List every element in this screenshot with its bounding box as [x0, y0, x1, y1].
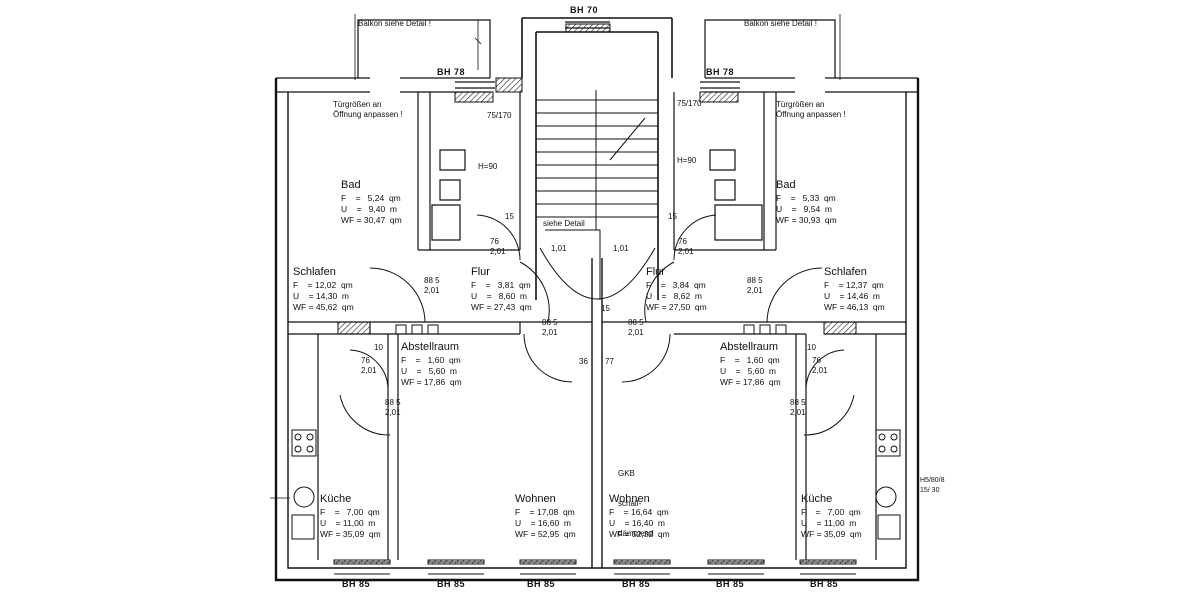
top-wall-right: [705, 77, 918, 93]
room-values-flur-left: F = 3,81 qm U = 8,60 m WF = 27,43 qm: [471, 280, 532, 312]
door-dim-schlafen-right: 88 5 2,01: [747, 276, 763, 295]
stair-steps: [536, 90, 658, 300]
room-name-bad-left: Bad: [341, 179, 361, 191]
bath-wall-left: [417, 92, 521, 251]
room-name-schlafen-left: Schlafen: [293, 266, 336, 278]
stair-note: siehe Detail: [543, 219, 585, 228]
top-wall-left: [276, 77, 490, 93]
room-name-kueche-right: Küche: [801, 493, 833, 505]
room-values-wohnen-right: F = 16,64 qm U = 16,40 m WF = 52,32 qm: [609, 507, 670, 539]
bath-door-dim-right: 75/170: [677, 99, 702, 108]
dim-lines: [270, 14, 841, 499]
abstell-wall-left: [387, 334, 399, 430]
stair-dim-left: 1,01: [551, 244, 567, 253]
dim-15-landing: 15: [601, 304, 610, 313]
window-label-bottom-4: BH 85: [622, 579, 651, 589]
bath-wall-right: [673, 92, 777, 251]
bath-fixtures-left: [431, 149, 466, 241]
room-values-flur-right: F = 3,84 qm U = 8,62 m WF = 27,50 qm: [646, 280, 707, 312]
door-note-right: Türgrößen an Öffnung anpassen !: [776, 100, 846, 119]
window-label-bottom-5: BH 85: [716, 579, 745, 589]
room-name-schlafen-right: Schlafen: [824, 266, 867, 278]
outer-wall-inner: [287, 92, 907, 569]
party-wall-note-line-2: schall-: [618, 499, 642, 508]
room-values-abstellraum-left: F = 1,60 qm U = 5,60 m WF = 17,86 qm: [401, 355, 462, 387]
room-values-schlafen-right: F = 12,37 qm U = 14,46 m WF = 46,13 qm: [824, 280, 885, 312]
window-label-bottom-2: BH 85: [437, 579, 466, 589]
party-wall-note-line-1: GKB: [618, 469, 635, 478]
window-label-bottom-1: BH 85: [342, 579, 371, 589]
door-dim-kueche-left: 88 5 2,01: [385, 398, 401, 417]
door-dim-bath-right: 76 2,01: [678, 237, 694, 256]
window-label-bottom-6: BH 85: [810, 579, 839, 589]
balcony-note-left: Balkon siehe Detail !: [358, 19, 431, 28]
room-name-wohnen-left: Wohnen: [515, 493, 556, 505]
room-name-flur-left: Flur: [471, 266, 490, 278]
hatched-walls: [333, 23, 857, 565]
room-values-bad-right: F = 5,33 qm U = 9,54 m WF = 30,93 qm: [776, 193, 837, 225]
window-label-top-center: BH 70: [570, 5, 599, 15]
party-wall-note: GKB schall- dämmend: [618, 449, 654, 549]
window-label-top-right: BH 78: [706, 67, 735, 77]
window-label-bottom-3: BH 85: [527, 579, 556, 589]
window-label-top-left: BH 78: [437, 67, 466, 77]
wohnen-wall-left: [387, 430, 399, 560]
outer-wall: [274, 78, 920, 582]
bath-height-right: H=90: [677, 156, 697, 165]
side-note: H5/80/8 15/ 30: [920, 477, 945, 494]
door-dim-bath-left: 76 2,01: [490, 237, 506, 256]
dim-36: 36: [579, 357, 588, 366]
door-note-left: Türgrößen an Öffnung anpassen !: [333, 100, 403, 119]
dim-15-left: 15: [505, 212, 514, 221]
party-wall: [591, 258, 603, 568]
room-name-abstellraum-right: Abstellraum: [720, 341, 779, 353]
door-dim-abstell-left: 76 2,01: [361, 356, 377, 375]
door-dim-abstell-right: 76 2,01: [812, 356, 828, 375]
door-dim-kueche-right: 88 5 2,01: [790, 398, 806, 417]
top-windows: [455, 21, 740, 89]
room-name-kueche-left: Küche: [320, 493, 352, 505]
shafts: [395, 324, 787, 335]
bath-height-left: H=90: [478, 162, 498, 171]
stairwell-walls: [521, 17, 673, 300]
balcony-note-right: Balkon siehe Detail !: [744, 19, 817, 28]
kitchen-fixtures: [291, 429, 901, 540]
room-values-abstellraum-right: F = 1,60 qm U = 5,60 m WF = 17,86 qm: [720, 355, 781, 387]
balcony-right: [704, 19, 836, 78]
door-swings: [339, 214, 855, 436]
party-wall-note-line-3: dämmend: [618, 529, 654, 538]
room-name-wohnen-right: Wohnen: [609, 493, 650, 505]
room-values-kueche-right: F = 7,00 qm U = 11,00 m WF = 35,09 qm: [801, 507, 862, 539]
bath-fixtures-right: [709, 149, 763, 241]
dim-77: 77: [605, 357, 614, 366]
door-dim-schlafen-left: 88 5 2,01: [424, 276, 440, 295]
abstell-wall-right: [795, 334, 807, 430]
room-name-abstellraum-left: Abstellraum: [401, 341, 460, 353]
wohnen-wall-right: [795, 430, 807, 560]
room-name-bad-right: Bad: [776, 179, 796, 191]
dim-10-right: 10: [807, 343, 816, 352]
room-values-wohnen-left: F = 17,08 qm U = 16,60 m WF = 52,95 qm: [515, 507, 576, 539]
stair-dim-right: 1,01: [613, 244, 629, 253]
room-values-kueche-left: F = 7,00 qm U = 11,00 m WF = 35,09 qm: [320, 507, 381, 539]
room-values-bad-left: F = 5,24 qm U = 9,40 m WF = 30,47 qm: [341, 193, 402, 225]
room-name-flur-right: Flur: [646, 266, 665, 278]
door-dim-flur-left: 88 5 2,01: [542, 318, 558, 337]
room-values-schlafen-left: F = 12,02 qm U = 14,30 m WF = 45,62 qm: [293, 280, 354, 312]
dim-15-right: 15: [668, 212, 677, 221]
dim-10-left: 10: [374, 343, 383, 352]
bath-door-dim-left: 75/170: [487, 111, 512, 120]
door-dim-flur-right: 88 5 2,01: [628, 318, 644, 337]
balcony-left: [357, 19, 491, 78]
flur-wall-left: [370, 321, 592, 335]
